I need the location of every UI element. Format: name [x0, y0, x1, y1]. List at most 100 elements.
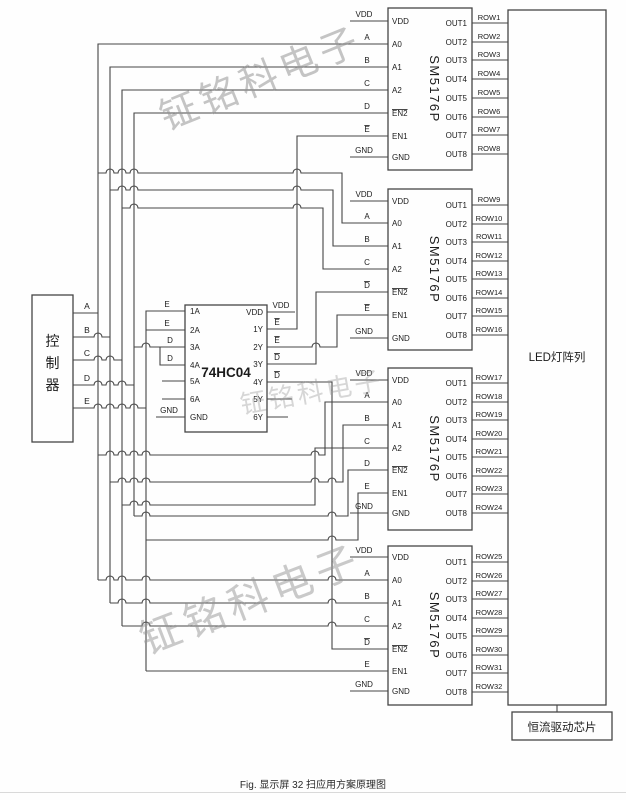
wire	[159, 347, 185, 366]
row-label: ROW18	[476, 392, 503, 401]
chip-output-label: OUT1	[446, 19, 468, 28]
wire	[122, 203, 388, 270]
chip-name: SM5176P	[427, 236, 442, 304]
chip-output-label: OUT5	[446, 632, 468, 641]
wire	[146, 492, 388, 541]
wire	[110, 424, 388, 483]
inverter-pin-label: 6Y	[253, 413, 263, 422]
chip-input-label: C	[364, 615, 370, 624]
row-label: ROW31	[476, 663, 503, 672]
chip-output-label: OUT2	[446, 577, 468, 586]
row-label: ROW2	[478, 32, 501, 41]
chip-output-label: OUT7	[446, 490, 468, 499]
chip-output-label: OUT8	[446, 150, 468, 159]
chip-pin-label: A0	[392, 576, 402, 585]
chip-input-label: A	[364, 391, 370, 400]
chip-input-label: E	[364, 660, 369, 669]
chip-output-label: OUT5	[446, 94, 468, 103]
wire	[98, 575, 388, 581]
chip-input-label: A	[364, 569, 370, 578]
row-label: ROW13	[476, 269, 503, 278]
chip-output-label: OUT2	[446, 398, 468, 407]
chip-pin-label: GND	[392, 687, 410, 696]
chip-input-label: VDD	[356, 369, 373, 378]
row-label: ROW23	[476, 484, 503, 493]
inverter-pin-label: 3A	[190, 343, 200, 352]
chip-pin-label: EN2	[392, 466, 408, 475]
chip-output-label: OUT1	[446, 379, 468, 388]
inverter-label: 74HC04	[201, 365, 251, 380]
chip-input-label: VDD	[356, 10, 373, 19]
chip-pin-label: A2	[392, 86, 402, 95]
chip-output-label: OUT8	[446, 688, 468, 697]
wire-ebar-chip2	[267, 314, 388, 348]
chip-output-label: OUT4	[446, 257, 468, 266]
row-label: ROW3	[478, 50, 501, 59]
chip-output-label: OUT3	[446, 56, 468, 65]
chip-output-label: OUT1	[446, 558, 468, 567]
row-label: ROW8	[478, 144, 501, 153]
bus-a	[97, 43, 388, 580]
chip-pin-label: EN1	[392, 489, 408, 498]
row-label: ROW26	[476, 571, 503, 580]
wire	[98, 401, 388, 456]
chip-input-label: E	[364, 304, 369, 313]
chip-input-label: A	[364, 212, 370, 221]
controller-output-label: E	[84, 396, 90, 406]
chip-pin-label: A1	[392, 599, 402, 608]
chip-pin-label: GND	[392, 153, 410, 162]
current-driver-box	[511, 711, 613, 741]
chip-input-label: B	[364, 235, 369, 244]
bus-c	[121, 89, 388, 626]
wire	[110, 185, 388, 247]
chip-output-label: OUT7	[446, 312, 468, 321]
chip-output-label: OUT8	[446, 331, 468, 340]
chip-input-label: VDD	[356, 546, 373, 555]
row-label: ROW14	[476, 288, 503, 297]
bus-d	[133, 112, 388, 516]
chip-pin-label: EN2	[392, 288, 408, 297]
chip-output-label: OUT4	[446, 614, 468, 623]
chip-pin-label: A0	[392, 398, 402, 407]
current-driver-label: 恒流驱动芯片	[528, 720, 597, 734]
row-label: ROW17	[476, 373, 503, 382]
chip-pin-label: A0	[392, 40, 402, 49]
wire	[122, 447, 388, 506]
row-label: ROW28	[476, 608, 503, 617]
chip-output-label: OUT5	[446, 453, 468, 462]
row-label: ROW32	[476, 682, 503, 691]
controller-label: 控	[46, 333, 60, 349]
chip-input-label: GND	[355, 327, 373, 336]
wire-dbar-chip2	[267, 291, 388, 365]
row-label: ROW24	[476, 503, 503, 512]
wire-ebar-chip1	[267, 135, 388, 330]
wire	[73, 332, 110, 338]
row-label: ROW22	[476, 466, 503, 475]
chip-input-label: GND	[355, 502, 373, 511]
chip-output-label: OUT7	[446, 669, 468, 678]
chip-input-label: B	[364, 414, 369, 423]
chip-pin-label: GND	[392, 509, 410, 518]
chip-output-label: OUT6	[446, 113, 468, 122]
chip-output-label: OUT3	[446, 416, 468, 425]
inverter-pin-label: 1A	[190, 307, 200, 316]
driver-chip-1-box	[387, 7, 473, 171]
inverter-wire-label: D	[167, 354, 173, 363]
row-label: ROW7	[478, 125, 501, 134]
inverter-pin-label: 3Y	[253, 360, 263, 369]
inverter-wire-label: GND	[160, 406, 178, 415]
inverter-box	[184, 304, 268, 433]
chip-input-label: VDD	[356, 190, 373, 199]
chip-output-label: OUT2	[446, 220, 468, 229]
chip-output-label: OUT3	[446, 238, 468, 247]
wire	[134, 342, 185, 348]
chip-pin-label: EN1	[392, 667, 408, 676]
controller-output-label: B	[84, 325, 90, 335]
bus-e	[145, 310, 185, 671]
wire-dbar-chip4	[267, 381, 388, 650]
chip-pin-label: EN1	[392, 311, 408, 320]
chip-input-label: D	[364, 638, 370, 647]
row-label: ROW16	[476, 325, 503, 334]
chip-output-label: OUT2	[446, 38, 468, 47]
chip-input-label: A	[364, 33, 370, 42]
